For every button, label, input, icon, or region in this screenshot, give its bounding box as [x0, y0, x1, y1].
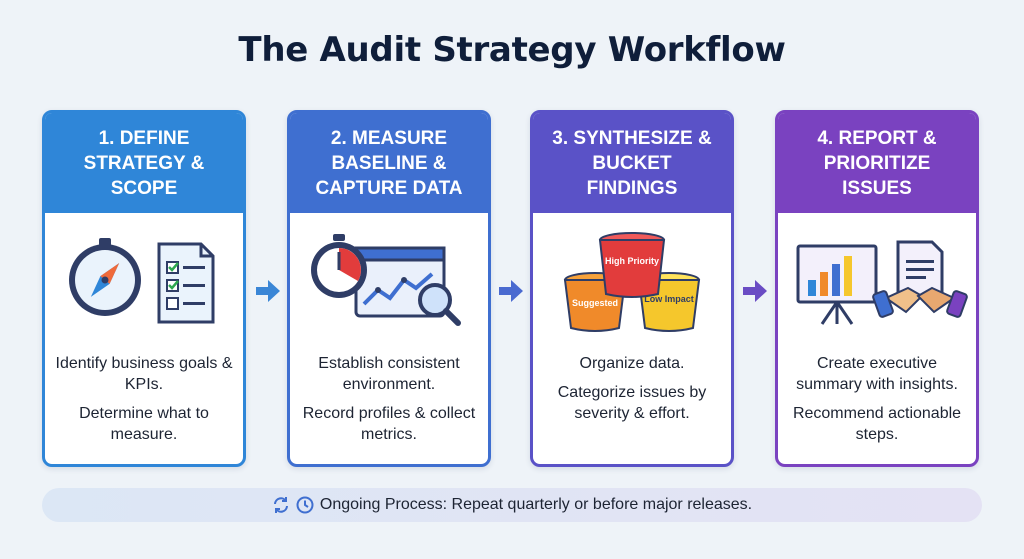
step-description: Establish consistent environment. Record…: [290, 353, 488, 453]
step-illustration: [45, 218, 243, 338]
step-header: 3. SYNTHESIZE & BUCKET FINDINGS: [533, 113, 731, 213]
step-card-define: 1. DEFINE STRATEGY & SCOPE: [42, 110, 246, 467]
step-header: 4. REPORT & PRIORITIZE ISSUES: [778, 113, 976, 213]
step-header-line: STRATEGY &: [83, 152, 205, 174]
ongoing-process-banner: Ongoing Process: Repeat quarterly or bef…: [42, 488, 982, 522]
step-description-line: Determine what to measure.: [79, 405, 209, 443]
arrow-right-icon: [743, 280, 767, 302]
step-card-synthesize: 3. SYNTHESIZE & BUCKET FINDINGS Suggeste…: [530, 110, 734, 467]
step-header: 1. DEFINE STRATEGY & SCOPE: [45, 113, 243, 213]
bucket-label: Suggested: [572, 298, 618, 308]
step-card-measure: 2. MEASURE BASELINE & CAPTURE DATA: [287, 110, 491, 467]
step-header-line: 4. REPORT &: [817, 127, 937, 149]
step-header-line: BUCKET: [592, 152, 672, 174]
step-description: Identify business goals & KPIs. Determin…: [45, 353, 243, 453]
step-header-line: FINDINGS: [586, 177, 678, 199]
magnifier-icon: [418, 283, 461, 326]
step-header-line: 2. MEASURE: [330, 127, 448, 149]
compass-icon: [69, 238, 141, 316]
step-header-line: ISSUES: [842, 177, 912, 199]
arrow-right-icon: [256, 280, 280, 302]
clock-icon: [296, 496, 314, 514]
bucket-label: High Priority: [605, 256, 659, 266]
step-description: Create executive summary with insights. …: [778, 353, 976, 453]
refresh-icon: [273, 497, 288, 513]
step-header: 2. MEASURE BASELINE & CAPTURE DATA: [290, 113, 488, 213]
step-illustration: Suggested Low Impact High Priority: [533, 218, 731, 338]
step-description-line: Identify business goals & KPIs.: [55, 355, 233, 393]
step-header-line: 1. DEFINE: [98, 127, 190, 149]
step-description-line: Organize data.: [579, 355, 685, 372]
checklist-icon: [157, 242, 215, 324]
footer-text: Ongoing Process: Repeat quarterly or bef…: [319, 496, 753, 513]
bucket-label: Low Impact: [644, 294, 694, 304]
step-description-line: Record profiles & collect metrics.: [302, 405, 476, 443]
document-icon: [896, 240, 944, 298]
step-header-line: PRIORITIZE: [823, 152, 931, 174]
bucket-high: High Priority: [598, 232, 666, 298]
step-illustration: [778, 218, 976, 338]
step-header-line: BASELINE &: [331, 152, 447, 174]
step-card-report: 4. REPORT & PRIORITIZE ISSUES: [775, 110, 979, 467]
step-description: Organize data. Categorize issues by seve…: [533, 353, 731, 432]
step-description-line: Categorize issues by severity & effort.: [557, 384, 707, 422]
presentation-board-icon: [796, 244, 878, 325]
stopwatch-icon: [311, 234, 367, 298]
step-header-line: SCOPE: [110, 177, 178, 199]
step-header-line: 3. SYNTHESIZE &: [552, 127, 712, 149]
step-description-line: Establish consistent environment.: [318, 355, 460, 393]
arrow-right-icon: [499, 280, 523, 302]
step-description-line: Recommend actionable steps.: [792, 405, 962, 443]
page-title: The Audit Strategy Workflow: [238, 30, 786, 70]
step-description-line: Create executive summary with insights.: [796, 355, 958, 393]
step-illustration: [290, 218, 488, 338]
buckets-icon: Suggested Low Impact High Priority: [563, 232, 701, 332]
handshake-icon: [872, 286, 968, 318]
step-header-line: CAPTURE DATA: [315, 177, 463, 199]
